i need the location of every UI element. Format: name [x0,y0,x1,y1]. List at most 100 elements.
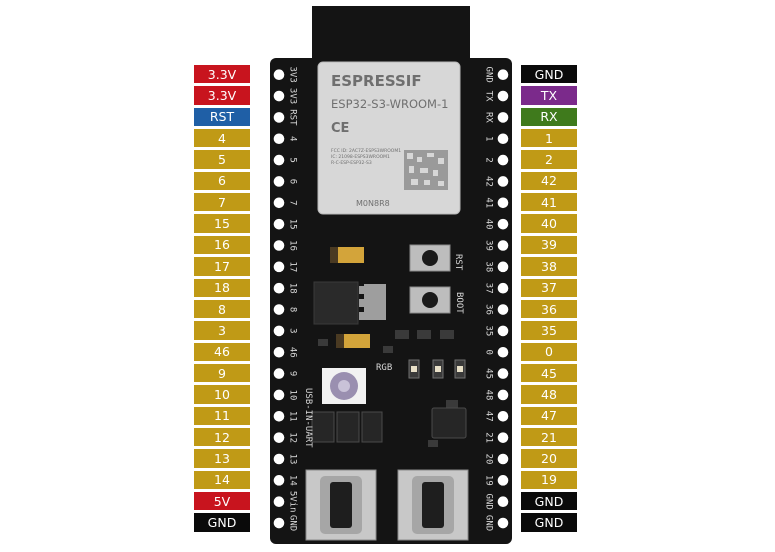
reset-button[interactable] [409,244,451,272]
right-pin-label-42: 42 [521,171,577,192]
right-silkscreen-pin-label: 36 [484,304,494,315]
left-pin-label-17: 17 [194,257,250,277]
left-pin-label-5: 5 [194,150,250,170]
silkscreen-right: GNDTXRX1242414039383736350454847212019GN… [484,67,494,532]
usb-uart-chip [431,407,467,439]
right-header-hole [497,368,509,379]
right-pin-label-36: 36 [521,299,577,320]
right-header-hole [497,69,509,80]
right-pin-label-39: 39 [521,235,577,256]
left-pin-label-7: 7 [194,193,250,213]
left-header-hole [273,475,285,486]
left-pin-label-14: 14 [194,470,250,491]
right-pin-label-gnd: GND [521,65,577,85]
left-silkscreen-pin-label: GND [288,515,298,531]
left-header-hole [273,133,285,145]
tantalum-capacitor-2 [336,334,370,348]
right-silkscreen-pin-label: 2 [484,157,494,162]
left-pin-label-gnd: GND [194,513,250,533]
module-cert-3: R-C-ESP-ESP32-S3 [331,160,372,166]
right-header-hole [497,475,509,486]
right-silkscreen-pin-label: RX [484,112,494,123]
left-silkscreen-pin-label: 14 [288,475,298,486]
left-silkscreen-pin-label: 4 [288,136,298,141]
usb-c-port-left[interactable] [305,469,377,541]
module-ce: CE [331,121,349,136]
usb-in-uart-label: USB-IN-UART [303,388,313,448]
right-silkscreen-pin-label: TX [484,91,494,102]
left-pin-label-13: 13 [194,449,250,469]
right-pin-label-45: 45 [521,363,577,384]
left-header-hole [273,112,285,123]
right-silkscreen-pin-label: 0 [484,350,494,355]
right-pin-label-41: 41 [521,193,577,213]
left-header-hole [273,325,285,337]
right-pin-label-48: 48 [521,385,577,405]
left-header-hole [273,261,285,273]
status-leds [408,359,466,379]
right-pin-label-21: 21 [521,427,577,448]
silkscreen-left: 3V33V3RST4567151617188346910111213145Vin… [288,67,298,532]
left-pin-label-3: 3 [194,321,250,341]
boot-button[interactable] [409,286,451,314]
left-silkscreen-pin-label: 11 [288,411,298,422]
right-silkscreen-pin-label: 48 [484,390,494,401]
left-pin-label-rst: RST [194,107,250,128]
left-header-hole [273,69,285,80]
left-silkscreen-pin-label: 16 [288,240,298,251]
left-pin-label-9: 9 [194,363,250,384]
right-pin-label-47: 47 [521,406,577,426]
right-header-hole [497,261,509,273]
right-header-hole [497,325,509,337]
right-silkscreen-pin-label: 21 [484,432,494,443]
right-header-hole [497,282,509,294]
right-header-hole [497,432,509,443]
right-pin-label-2: 2 [521,150,577,170]
right-silkscreen-pin-label: GND [484,494,494,510]
left-silkscreen-pin-label: 5 [288,157,298,162]
right-silkscreen-pin-label: GND [484,67,494,83]
right-pin-label-19: 19 [521,470,577,491]
right-pin-label-40: 40 [521,214,577,234]
left-pin-label-11: 11 [194,406,250,426]
right-header-hole [497,176,509,187]
left-header-hole [273,154,285,166]
left-silkscreen-pin-label: 10 [288,390,298,401]
right-header-hole [497,112,509,123]
module-datamatrix [404,150,448,190]
usb-c-port-right[interactable] [397,469,469,541]
right-pin-label-35: 35 [521,321,577,341]
left-pin-label-5v: 5V [194,492,250,512]
module-cert-1: FCC ID: 2AC7Z-ESPS3WROOM1 [331,148,401,154]
left-pin-label-6: 6 [194,171,250,192]
left-silkscreen-pin-label: 9 [288,371,298,376]
left-pin-label-16: 16 [194,235,250,256]
right-pin-label-0: 0 [521,342,577,362]
right-header-hole [497,90,509,102]
right-silkscreen-pin-label: 39 [484,240,494,251]
left-silkscreen-pin-label: RST [288,109,298,126]
right-pin-label-37: 37 [521,278,577,298]
right-header-hole [497,304,509,315]
left-header-hole [273,346,285,358]
right-header-hole [497,496,509,508]
right-silkscreen-pin-label: 40 [484,219,494,230]
left-header-hole [273,389,285,401]
reset-button-label: RST [453,254,463,271]
right-header-hole [497,411,509,422]
right-pin-label-rx: RX [521,107,577,128]
left-silkscreen-pin-label: 3V3 [288,67,298,83]
right-header-hole [497,453,509,465]
right-header-hole [497,218,509,230]
right-silkscreen-pin-label: 45 [484,368,494,379]
right-silkscreen-pin-label: 41 [484,197,494,208]
left-pin-label-15: 15 [194,214,250,234]
module-brand: ESPRESSIF [331,72,422,90]
left-silkscreen-pin-label: 46 [288,347,298,358]
left-header-hole [273,218,285,230]
left-header-hole [273,368,285,379]
right-pin-label-tx: TX [521,86,577,106]
right-header-hole [497,154,509,166]
right-pin-label-gnd: GND [521,492,577,512]
left-silkscreen-pin-label: 8 [288,307,298,312]
